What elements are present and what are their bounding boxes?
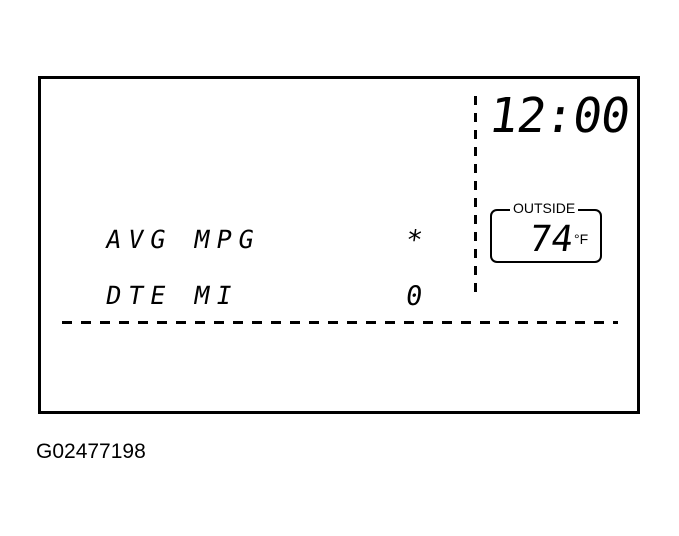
avg-mpg-label: AVG MPG [103, 225, 264, 254]
figure-id: G02477198 [36, 440, 146, 463]
outside-temp-value: 74 [526, 219, 576, 260]
dte-mi-label: DTE MI [103, 281, 242, 310]
vertical-divider [474, 96, 477, 300]
clock-readout: 12:00 [485, 88, 633, 144]
outside-temp-caption: OUTSIDE [510, 200, 579, 216]
display-panel [38, 76, 640, 414]
horizontal-divider [62, 321, 618, 324]
temp-unit-label: °F [574, 231, 589, 247]
